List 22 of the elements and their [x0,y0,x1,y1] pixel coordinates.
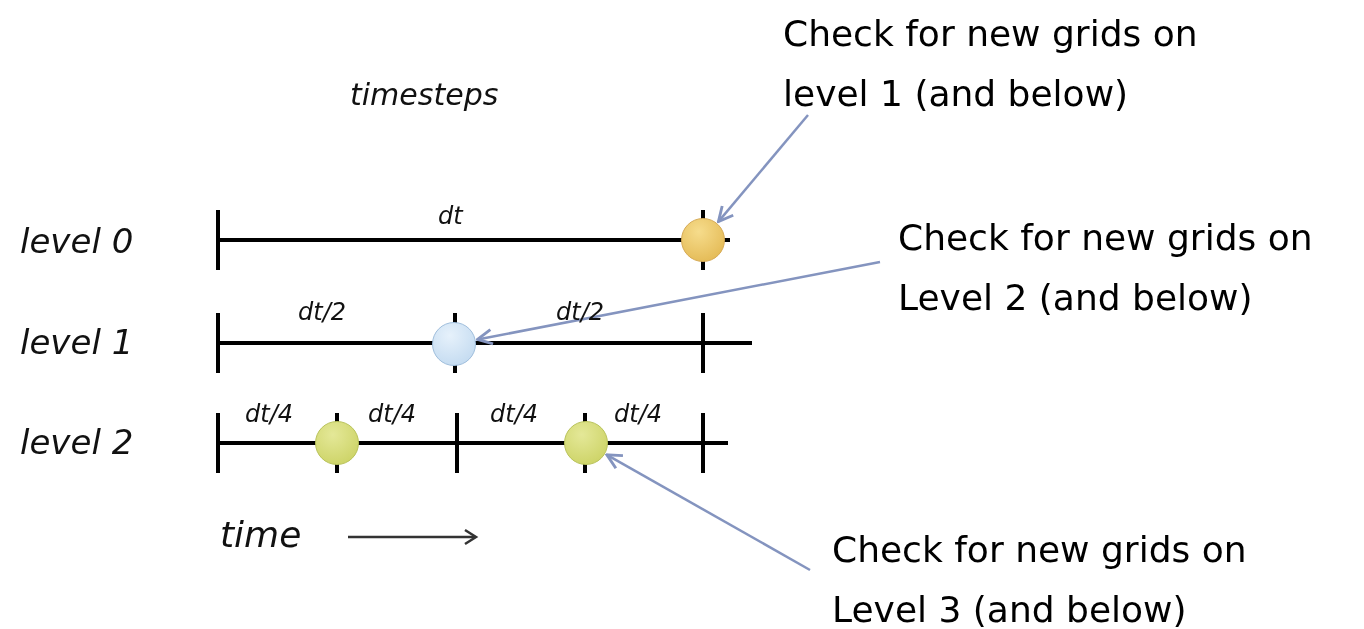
marker-dot [564,421,608,465]
interval-label: dt [438,204,463,228]
marker-dot [681,218,725,262]
interval-label: dt/2 [556,300,604,324]
level-label: level 0 [20,224,134,258]
marker-dot [432,322,476,366]
callout-text: Check for new grids on level 1 (and below) [783,4,1223,124]
interval-label: dt/2 [298,300,346,324]
interval-label: dt/4 [614,402,662,426]
leader-line [717,114,809,224]
diagram-heading: timesteps [350,80,499,110]
level-label: level 2 [20,425,134,459]
interval-label: dt/4 [368,402,416,426]
axis-label: time [220,517,302,553]
callout-text: Check for new grids on Level 3 (and below) [832,520,1272,629]
leader-line [476,260,881,346]
level-label: level 1 [20,325,134,359]
interval-label: dt/4 [245,402,293,426]
interval-label: dt/4 [490,402,538,426]
leader-line [605,453,811,572]
callout-text: Check for new grids on Level 2 (and below) [898,208,1338,328]
marker-dot [315,421,359,465]
